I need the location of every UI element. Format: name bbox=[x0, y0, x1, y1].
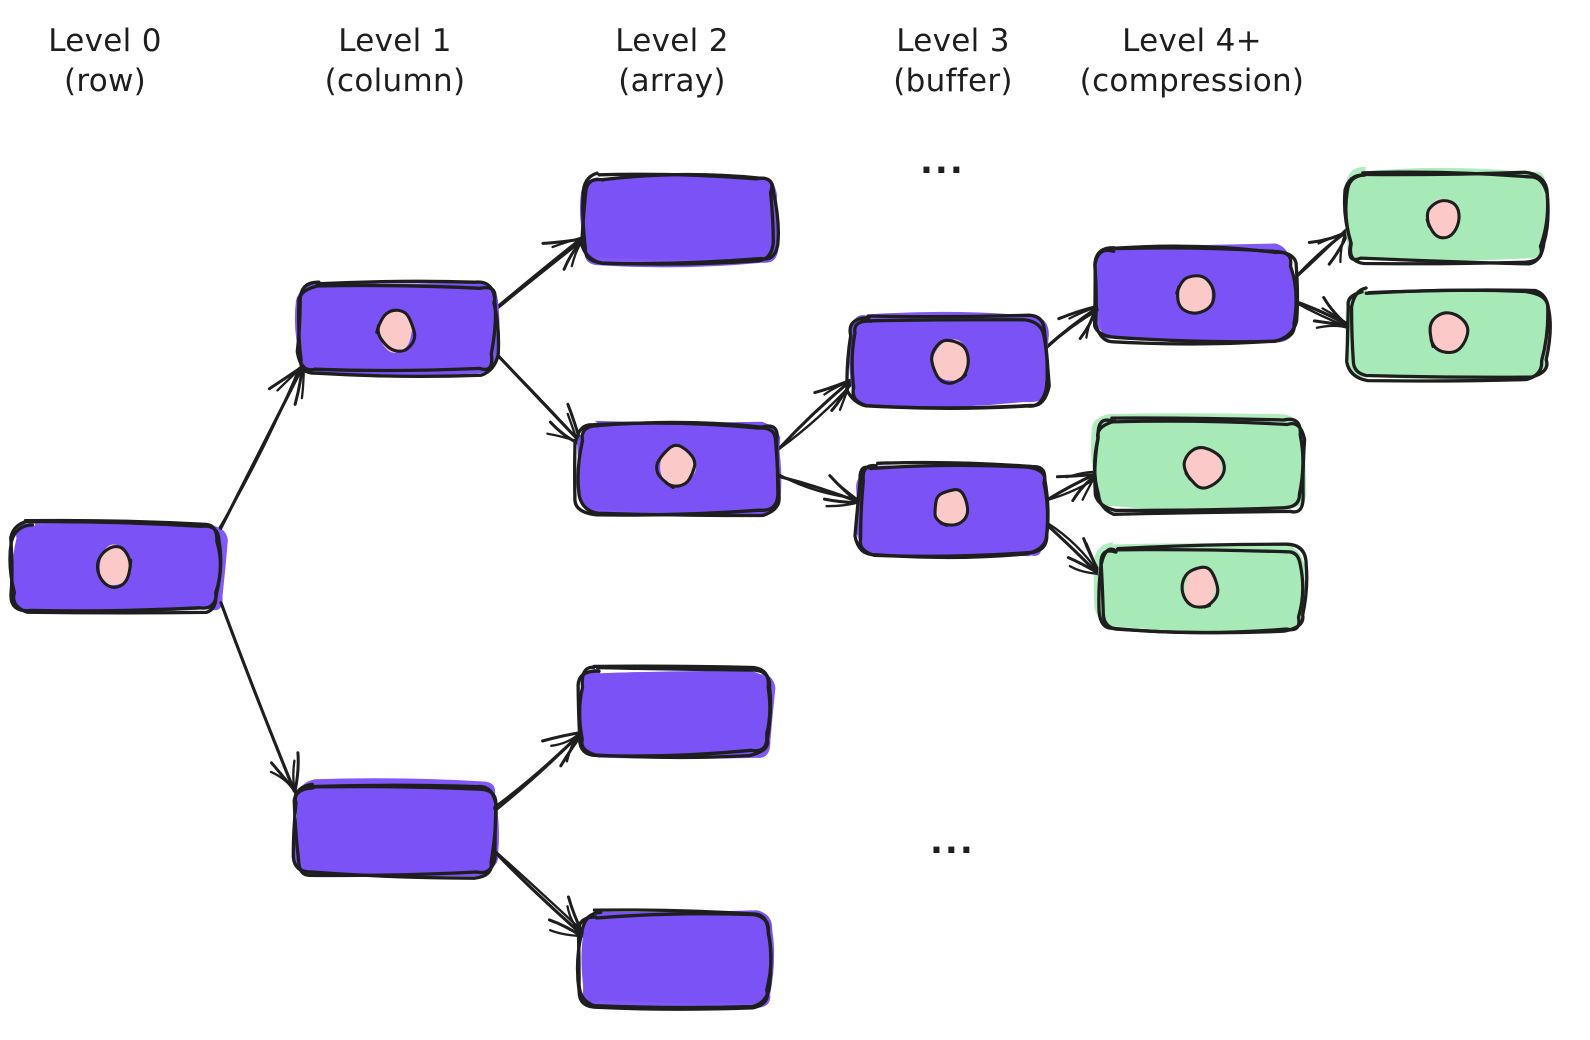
node-marker-fill-row-0 bbox=[99, 544, 131, 586]
node-marker-outline-row-0 bbox=[95, 545, 133, 589]
node-outline-comp-0 bbox=[1092, 246, 1300, 344]
node-array-0[interactable] bbox=[579, 171, 780, 266]
node-marker-outline-comp-4 bbox=[1180, 565, 1220, 609]
edge-column1-array3[interactable] bbox=[493, 850, 587, 938]
node-array-1[interactable] bbox=[573, 420, 781, 518]
arrowhead-barb bbox=[1085, 542, 1100, 574]
node-outline-row-0 bbox=[9, 519, 223, 613]
node-outline-array-0 bbox=[581, 171, 775, 266]
node-body-column-1 bbox=[293, 782, 495, 878]
node-outline-comp-4 bbox=[1099, 542, 1309, 635]
node-buffer-1[interactable] bbox=[853, 460, 1050, 560]
column-header-level-1: Level 1 (column) bbox=[324, 23, 466, 99]
edge-shaft bbox=[493, 850, 586, 938]
node-marker-outline-comp-2 bbox=[1428, 311, 1470, 355]
node-marker-outline-comp-1 bbox=[1425, 199, 1461, 240]
node-outline-comp-1 bbox=[1344, 170, 1550, 266]
node-outline-buffer-1 bbox=[853, 463, 1050, 560]
column-header-level-2: Level 2 (array) bbox=[615, 23, 729, 99]
edge-column0-array0[interactable] bbox=[493, 235, 586, 312]
ellipsis-top: ... bbox=[920, 142, 965, 182]
node-comp-0[interactable] bbox=[1092, 244, 1300, 346]
node-outline-comp-3 bbox=[1092, 419, 1307, 516]
edge-column0-array1[interactable] bbox=[493, 351, 584, 446]
node-buffer-0[interactable] bbox=[845, 313, 1051, 410]
arrowhead-barb bbox=[833, 480, 860, 502]
edge-shaft bbox=[494, 236, 583, 310]
node-outline-column-1 bbox=[291, 783, 498, 880]
arrowhead-barb bbox=[269, 770, 299, 795]
edge-shaft bbox=[219, 601, 295, 792]
edge-array1-buffer1[interactable] bbox=[776, 473, 863, 508]
node-marker-outline-comp-3 bbox=[1182, 446, 1226, 490]
node-comp-3[interactable] bbox=[1092, 416, 1307, 516]
node-column-0[interactable] bbox=[295, 279, 501, 379]
node-outline-comp-2 bbox=[1349, 286, 1552, 379]
edge-shaft bbox=[1045, 308, 1101, 349]
node-outline-array-2 bbox=[576, 664, 772, 758]
arrowhead-barb bbox=[293, 751, 300, 793]
edge-column1-array2[interactable] bbox=[491, 730, 584, 812]
edge-row0-column0[interactable] bbox=[218, 363, 306, 530]
node-comp-1[interactable] bbox=[1342, 170, 1550, 266]
node-outline-column-1 bbox=[292, 782, 498, 878]
node-array-2[interactable] bbox=[576, 664, 773, 760]
edge-comp0-comp2[interactable] bbox=[1291, 296, 1354, 330]
column-header-level-4: Level 4+ (compression) bbox=[1079, 23, 1305, 99]
node-array-3[interactable] bbox=[575, 908, 773, 1011]
edge-shaft bbox=[493, 352, 584, 446]
ellipsis-bottom: ... bbox=[930, 822, 975, 862]
node-marker-fill-column-0 bbox=[378, 309, 413, 353]
node-marker-fill-comp-0 bbox=[1178, 276, 1212, 315]
node-outline-buffer-0 bbox=[845, 315, 1049, 410]
node-marker-fill-buffer-1 bbox=[934, 489, 968, 526]
node-marker-outline-comp-0 bbox=[1175, 274, 1216, 315]
edge-buffer1-comp3[interactable] bbox=[1045, 470, 1102, 503]
node-body-array-3 bbox=[581, 910, 773, 1004]
edge-comp0-comp1[interactable] bbox=[1291, 227, 1351, 282]
arrowhead-barb bbox=[838, 378, 853, 411]
node-body-array-2 bbox=[580, 668, 769, 757]
node-marker-fill-buffer-0 bbox=[932, 339, 968, 381]
arrowhead-barb bbox=[293, 366, 304, 406]
arrowhead-barb bbox=[565, 730, 581, 763]
edge-array1-buffer0[interactable] bbox=[777, 377, 856, 451]
edge-buffer0-comp0[interactable] bbox=[1044, 304, 1101, 350]
node-comp-2[interactable] bbox=[1345, 286, 1552, 383]
node-marker-fill-comp-4 bbox=[1184, 566, 1216, 609]
node-layer bbox=[8, 170, 1552, 1011]
node-outline-column-0 bbox=[296, 283, 501, 379]
arrowhead-barb bbox=[1315, 324, 1352, 330]
edge-shaft bbox=[218, 366, 301, 529]
column-header-level-0: Level 0 (row) bbox=[48, 23, 162, 99]
edge-shaft bbox=[491, 730, 584, 811]
column-header-level-3: Level 3 (buffer) bbox=[893, 23, 1013, 99]
node-marker-outline-column-0 bbox=[375, 308, 417, 353]
edge-row0-column1[interactable] bbox=[219, 601, 300, 795]
node-body-array-0 bbox=[579, 176, 777, 260]
node-outline-array-3 bbox=[575, 910, 773, 1011]
node-marker-fill-array-1 bbox=[660, 446, 697, 487]
node-marker-outline-buffer-1 bbox=[933, 488, 970, 527]
node-marker-fill-comp-3 bbox=[1184, 448, 1222, 488]
node-column-1[interactable] bbox=[291, 782, 498, 880]
node-marker-fill-comp-1 bbox=[1427, 198, 1459, 237]
arrowhead-barb bbox=[1066, 556, 1101, 576]
node-comp-4[interactable] bbox=[1097, 542, 1309, 635]
node-row-0[interactable] bbox=[8, 518, 223, 615]
node-marker-fill-comp-2 bbox=[1428, 314, 1467, 353]
edge-buffer1-comp4[interactable] bbox=[1044, 521, 1102, 577]
node-fill-layer bbox=[16, 166, 1548, 1009]
node-marker-outline-array-1 bbox=[655, 443, 697, 489]
arrowhead-barb bbox=[1068, 564, 1102, 575]
edge-shaft bbox=[1046, 521, 1101, 576]
edge-shaft bbox=[777, 379, 853, 451]
edge-shaft bbox=[493, 237, 586, 312]
node-outline-array-1 bbox=[573, 420, 780, 517]
node-marker-outline-buffer-0 bbox=[930, 338, 970, 385]
